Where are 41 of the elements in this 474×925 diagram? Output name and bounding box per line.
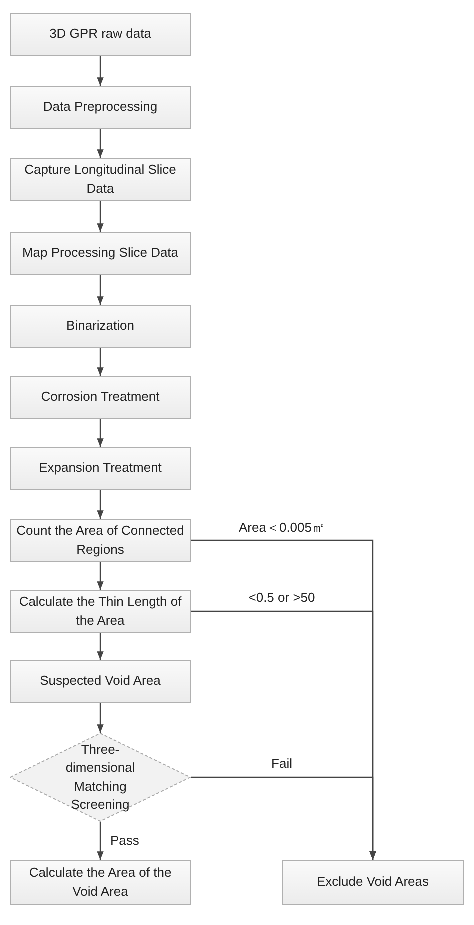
step-text: Three-dimensional Matching Screening — [64, 741, 136, 814]
step-text: Count the Area of Connected Regions — [16, 522, 186, 559]
process-box — [10, 376, 191, 419]
arrow — [97, 419, 104, 447]
process-box — [10, 13, 191, 56]
process-box — [10, 860, 191, 905]
arrow — [97, 490, 104, 519]
step-text: Capture Longitudinal Slice Data — [24, 161, 178, 198]
arrow — [97, 129, 104, 158]
process-box — [10, 305, 191, 348]
arrow — [191, 776, 376, 860]
process-box — [10, 660, 191, 703]
step-text: Data Preprocessing — [42, 98, 159, 116]
process-box — [10, 447, 191, 490]
process-box — [10, 158, 191, 201]
step-text: Calculate the Area of the Void Area — [28, 864, 173, 900]
arrow — [97, 275, 104, 305]
process-box — [10, 590, 191, 633]
arrow — [97, 348, 104, 376]
step-text: Exclude Void Areas — [316, 873, 430, 892]
edge-label: Pass — [108, 833, 142, 848]
arrow — [97, 56, 104, 86]
decision-diamond — [10, 733, 191, 822]
step-text: Expansion Treatment — [38, 459, 163, 478]
edge-label: <0.5 or >50 — [246, 590, 318, 604]
step-text: Calculate the Thin Length of the Area — [18, 593, 183, 630]
process-box — [10, 232, 191, 275]
process-box — [10, 86, 191, 129]
arrow — [97, 562, 104, 590]
edge-label: Fail — [270, 756, 294, 770]
arrow — [97, 201, 104, 232]
step-text: Binarization — [66, 317, 136, 336]
step-text: Corrosion Treatment — [40, 388, 161, 406]
step-text: Suspected Void Area — [39, 672, 162, 690]
arrow — [97, 822, 104, 860]
arrow — [97, 633, 104, 660]
step-text: 3D GPR raw data — [48, 25, 152, 44]
process-box — [10, 519, 191, 562]
step-text: Map Processing Slice Data — [21, 244, 180, 262]
process-box — [282, 860, 464, 905]
arrow — [97, 703, 104, 733]
